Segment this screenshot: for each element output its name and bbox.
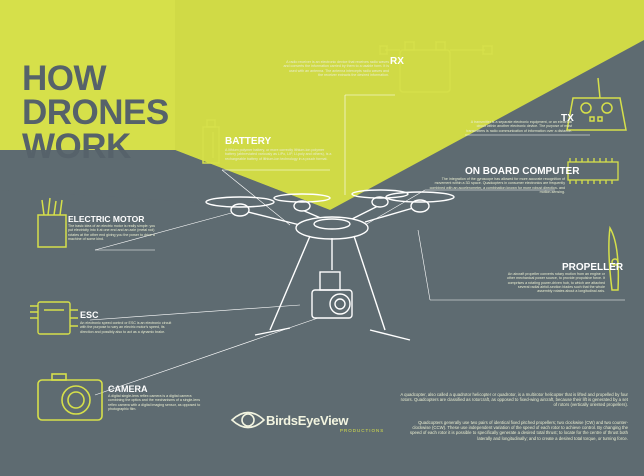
footer-paragraph-1: A quadcopter, also called a quadrotor he… [400,392,628,408]
tx-description: A transmitter is a separate electronic e… [466,120,572,133]
brand-logo [230,411,266,429]
chip-icon [567,158,619,184]
band-cut [0,150,330,210]
title-block [0,0,175,150]
camera-label: CAMERA [108,384,148,394]
electric-motor-label: ELECTRIC MOTOR [68,214,145,224]
esc-description: An electronic speed control or ESC is an… [80,321,172,334]
camera-icon [37,373,103,421]
rx-description: A radio receiver is an electronic device… [283,60,389,77]
onboard-computer-description: The integration of the gyroscope has all… [429,177,565,194]
title-line-3: WORK [22,127,131,166]
title-line-2: DRONES [22,93,169,132]
esc-icon [30,301,78,335]
electric-motor-description: The basic idea of an electric motor is r… [68,224,156,241]
tx-label: TX [561,113,574,124]
lime-band [175,0,644,210]
propeller-label: PROPELLER [562,262,624,273]
brand-subtitle: PRODUCTIONS [340,428,385,433]
propeller-description: An aircraft propeller converts rotary mo… [506,272,605,294]
footer-paragraph-2: Quadcopters generally use two pairs of i… [409,420,628,441]
esc-label: ESC [80,310,99,320]
brand-name: BirdsEyeView [266,413,349,428]
battery-label: BATTERY [225,136,272,147]
battery-icon [202,119,220,164]
title-line-1: HOW [22,59,107,98]
rx-icon [379,41,493,93]
propeller-icon [608,225,620,291]
onboard-computer-label: ON BOARD COMPUTER [465,166,580,177]
rx-label: RX [390,56,404,67]
page-title: HOW DRONES WORK [22,59,172,166]
motor-icon [37,197,67,248]
camera-description: A digital single-lens reflex camera is a… [108,394,201,411]
drone-illustration [205,189,455,341]
tx-icon [566,77,627,131]
battery-description: A lithium polymer battery, or more corre… [225,148,332,161]
